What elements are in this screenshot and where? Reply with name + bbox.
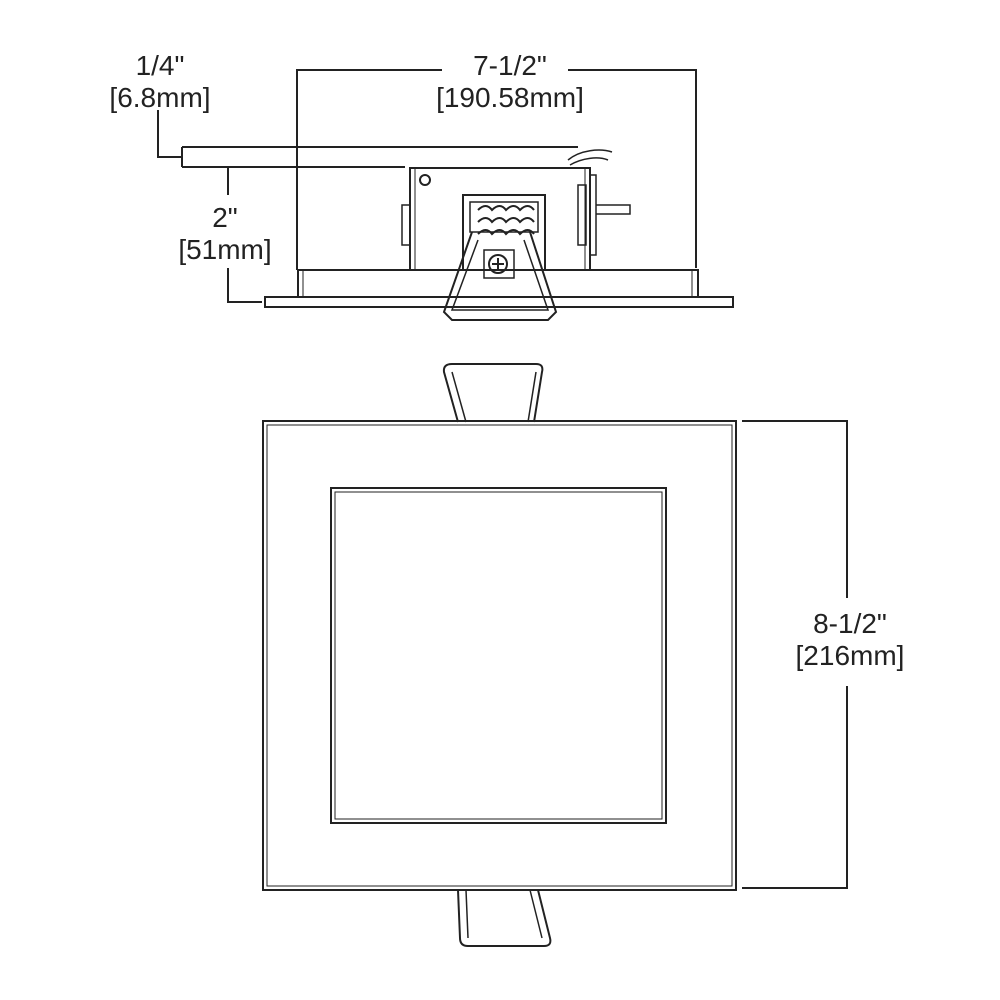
depth-imperial: 2" bbox=[212, 202, 238, 233]
ceiling-reference-plate bbox=[181, 146, 578, 168]
screw-icon bbox=[488, 254, 508, 274]
thickness-imperial: 1/4" bbox=[135, 50, 185, 81]
width-dimension-label: 7-1/2" [190.58mm] bbox=[415, 50, 605, 114]
width-imperial: 7-1/2" bbox=[473, 50, 547, 81]
height-dimension-label: 8-1/2" [216mm] bbox=[770, 608, 930, 672]
thickness-dimension-line bbox=[157, 110, 182, 158]
depth-metric: [51mm] bbox=[178, 234, 272, 265]
thickness-metric: [6.8mm] bbox=[109, 82, 211, 113]
upper-clip bbox=[442, 363, 544, 423]
height-metric: [216mm] bbox=[795, 640, 905, 671]
front-view bbox=[262, 363, 848, 947]
width-dimension-line bbox=[296, 69, 697, 270]
height-dimension-line bbox=[742, 420, 848, 889]
inner-lens bbox=[330, 487, 667, 824]
trim-flange bbox=[264, 269, 734, 308]
lower-clip bbox=[457, 889, 552, 947]
wire bbox=[567, 149, 613, 166]
depth-dimension-label: 2" [51mm] bbox=[160, 202, 290, 266]
outer-trim bbox=[262, 420, 737, 891]
side-view bbox=[157, 69, 734, 321]
height-imperial: 8-1/2" bbox=[813, 608, 887, 639]
width-metric: [190.58mm] bbox=[436, 82, 584, 113]
depth-dimension-line bbox=[227, 167, 262, 303]
spring-clip bbox=[442, 194, 558, 321]
thickness-dimension-label: 1/4" [6.8mm] bbox=[95, 50, 225, 114]
